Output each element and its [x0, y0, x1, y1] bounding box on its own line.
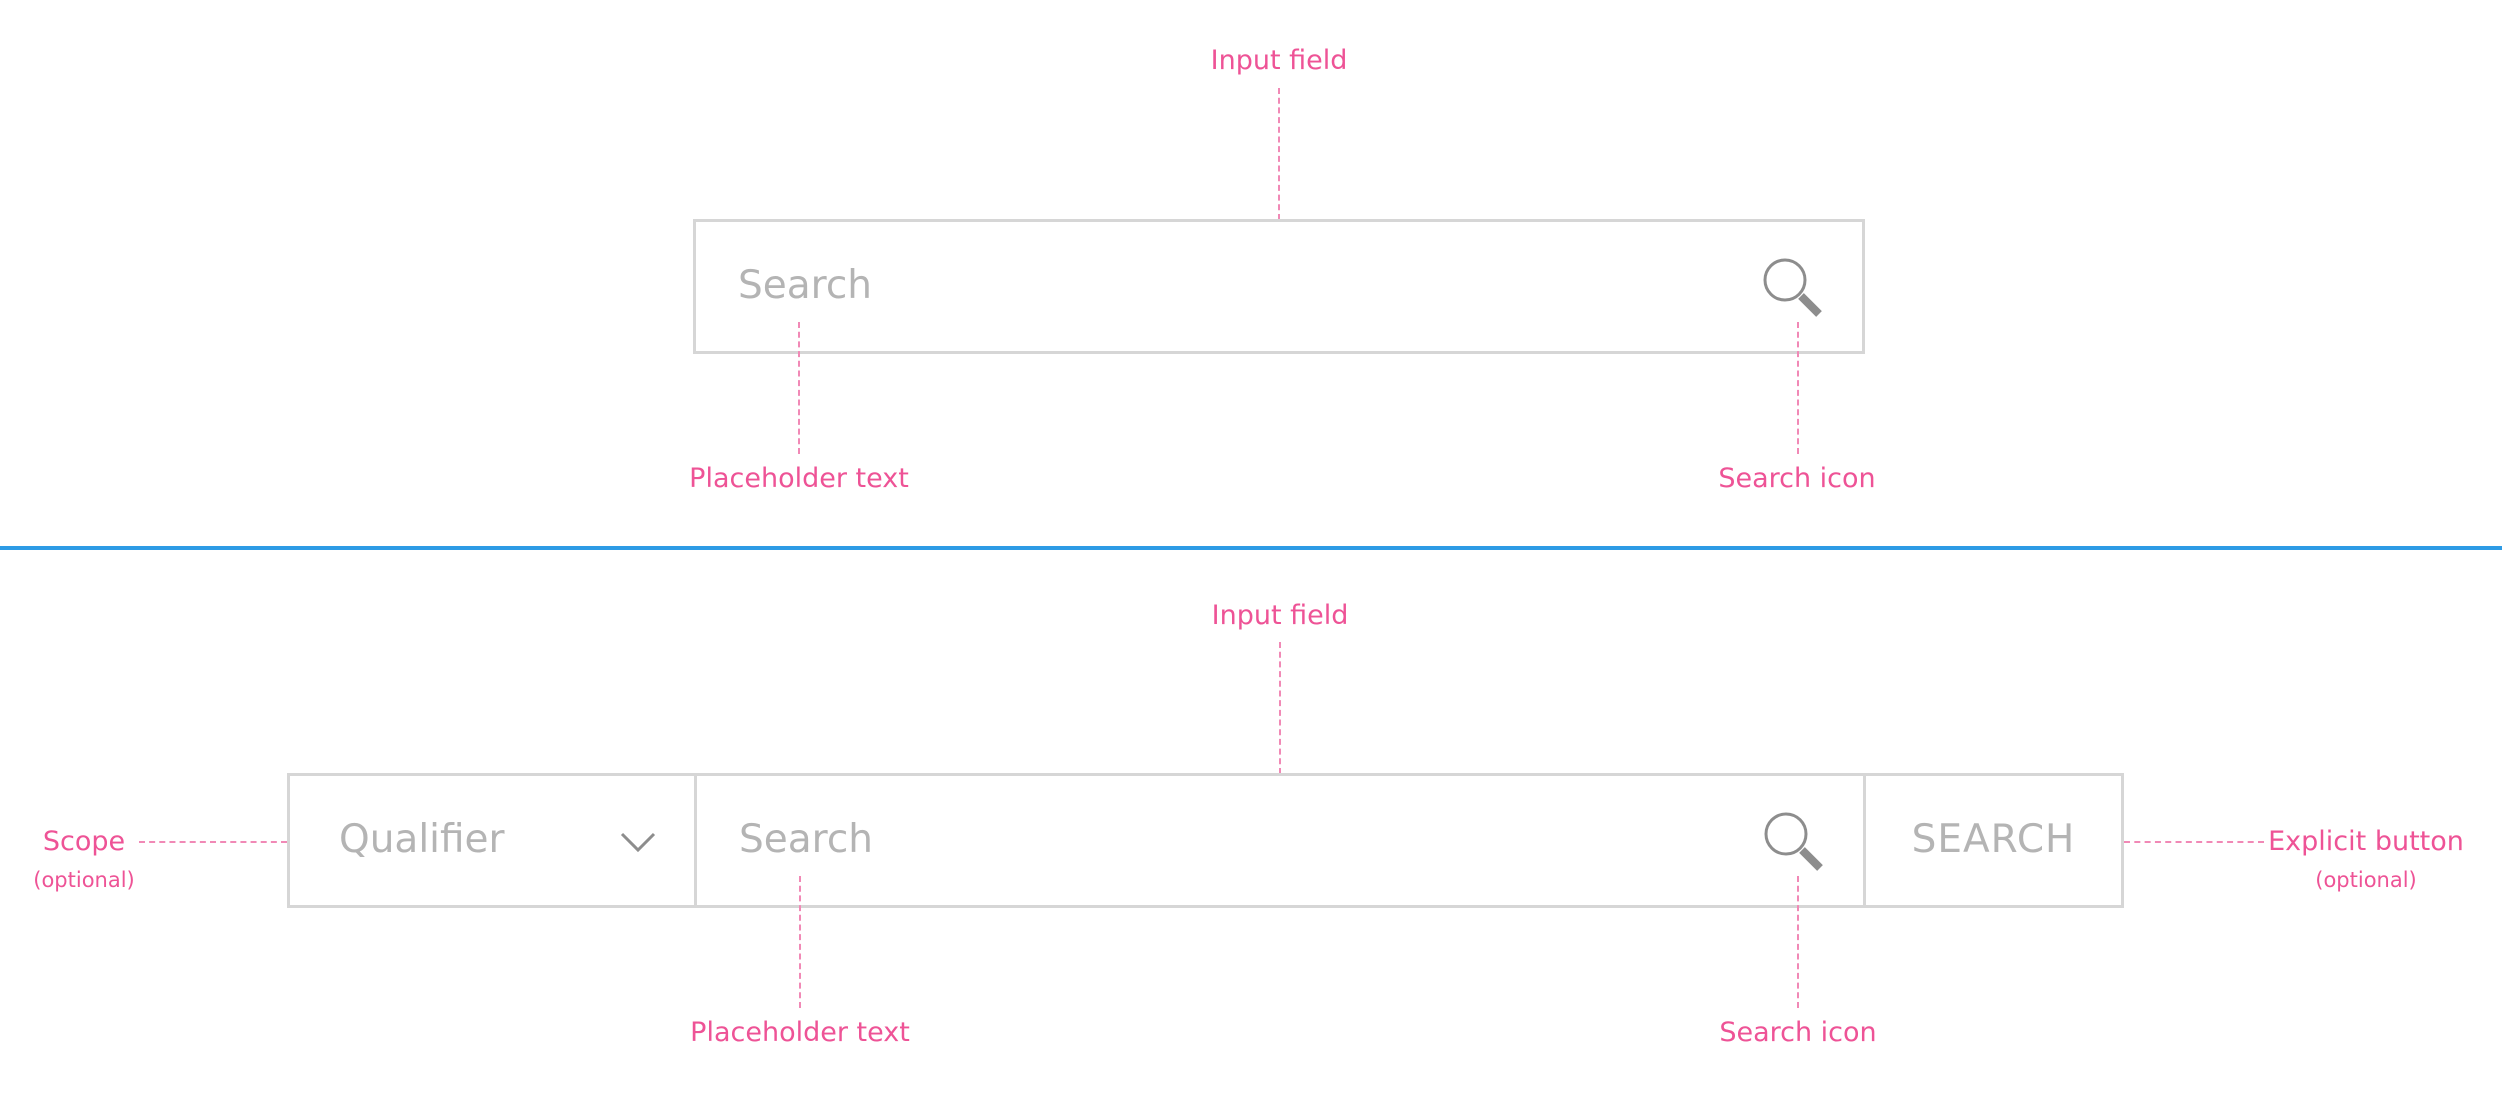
section-divider — [0, 546, 2502, 550]
input-field-label: Input field — [1211, 600, 1349, 631]
scope-label: Scope — [42, 826, 126, 857]
input-field-leader — [1278, 88, 1280, 220]
search-input[interactable]: Search — [693, 219, 1865, 354]
qualifier-dropdown[interactable]: Qualifier — [287, 773, 697, 908]
scope-leader — [139, 841, 287, 843]
search-icon[interactable] — [1762, 810, 1826, 874]
search-placeholder: Search — [739, 817, 873, 862]
search-button-label: SEARCH — [1911, 817, 2076, 862]
placeholder-text-label: Placeholder text — [690, 1017, 910, 1048]
qualifier-value: Qualifier — [339, 817, 505, 862]
explicit-button-label: Explicit button — [2268, 826, 2464, 857]
input-field-leader — [1279, 642, 1281, 774]
explicit-button-leader — [2124, 841, 2264, 843]
search-button[interactable]: SEARCH — [1863, 773, 2124, 908]
placeholder-leader — [798, 322, 800, 454]
placeholder-leader — [799, 876, 801, 1008]
search-icon-label: Search icon — [1718, 463, 1876, 494]
search-icon-leader — [1797, 876, 1799, 1008]
search-input[interactable]: Search — [694, 773, 1866, 908]
search-placeholder: Search — [738, 263, 872, 308]
explicit-button-optional-note: (optional) — [2315, 868, 2417, 892]
chevron-down-icon — [620, 832, 656, 853]
scope-optional-note: (optional) — [33, 868, 135, 892]
search-icon[interactable] — [1761, 256, 1825, 320]
search-icon-leader — [1797, 322, 1799, 454]
placeholder-text-label: Placeholder text — [689, 463, 909, 494]
search-icon-label: Search icon — [1719, 1017, 1877, 1048]
input-field-label: Input field — [1210, 45, 1348, 76]
